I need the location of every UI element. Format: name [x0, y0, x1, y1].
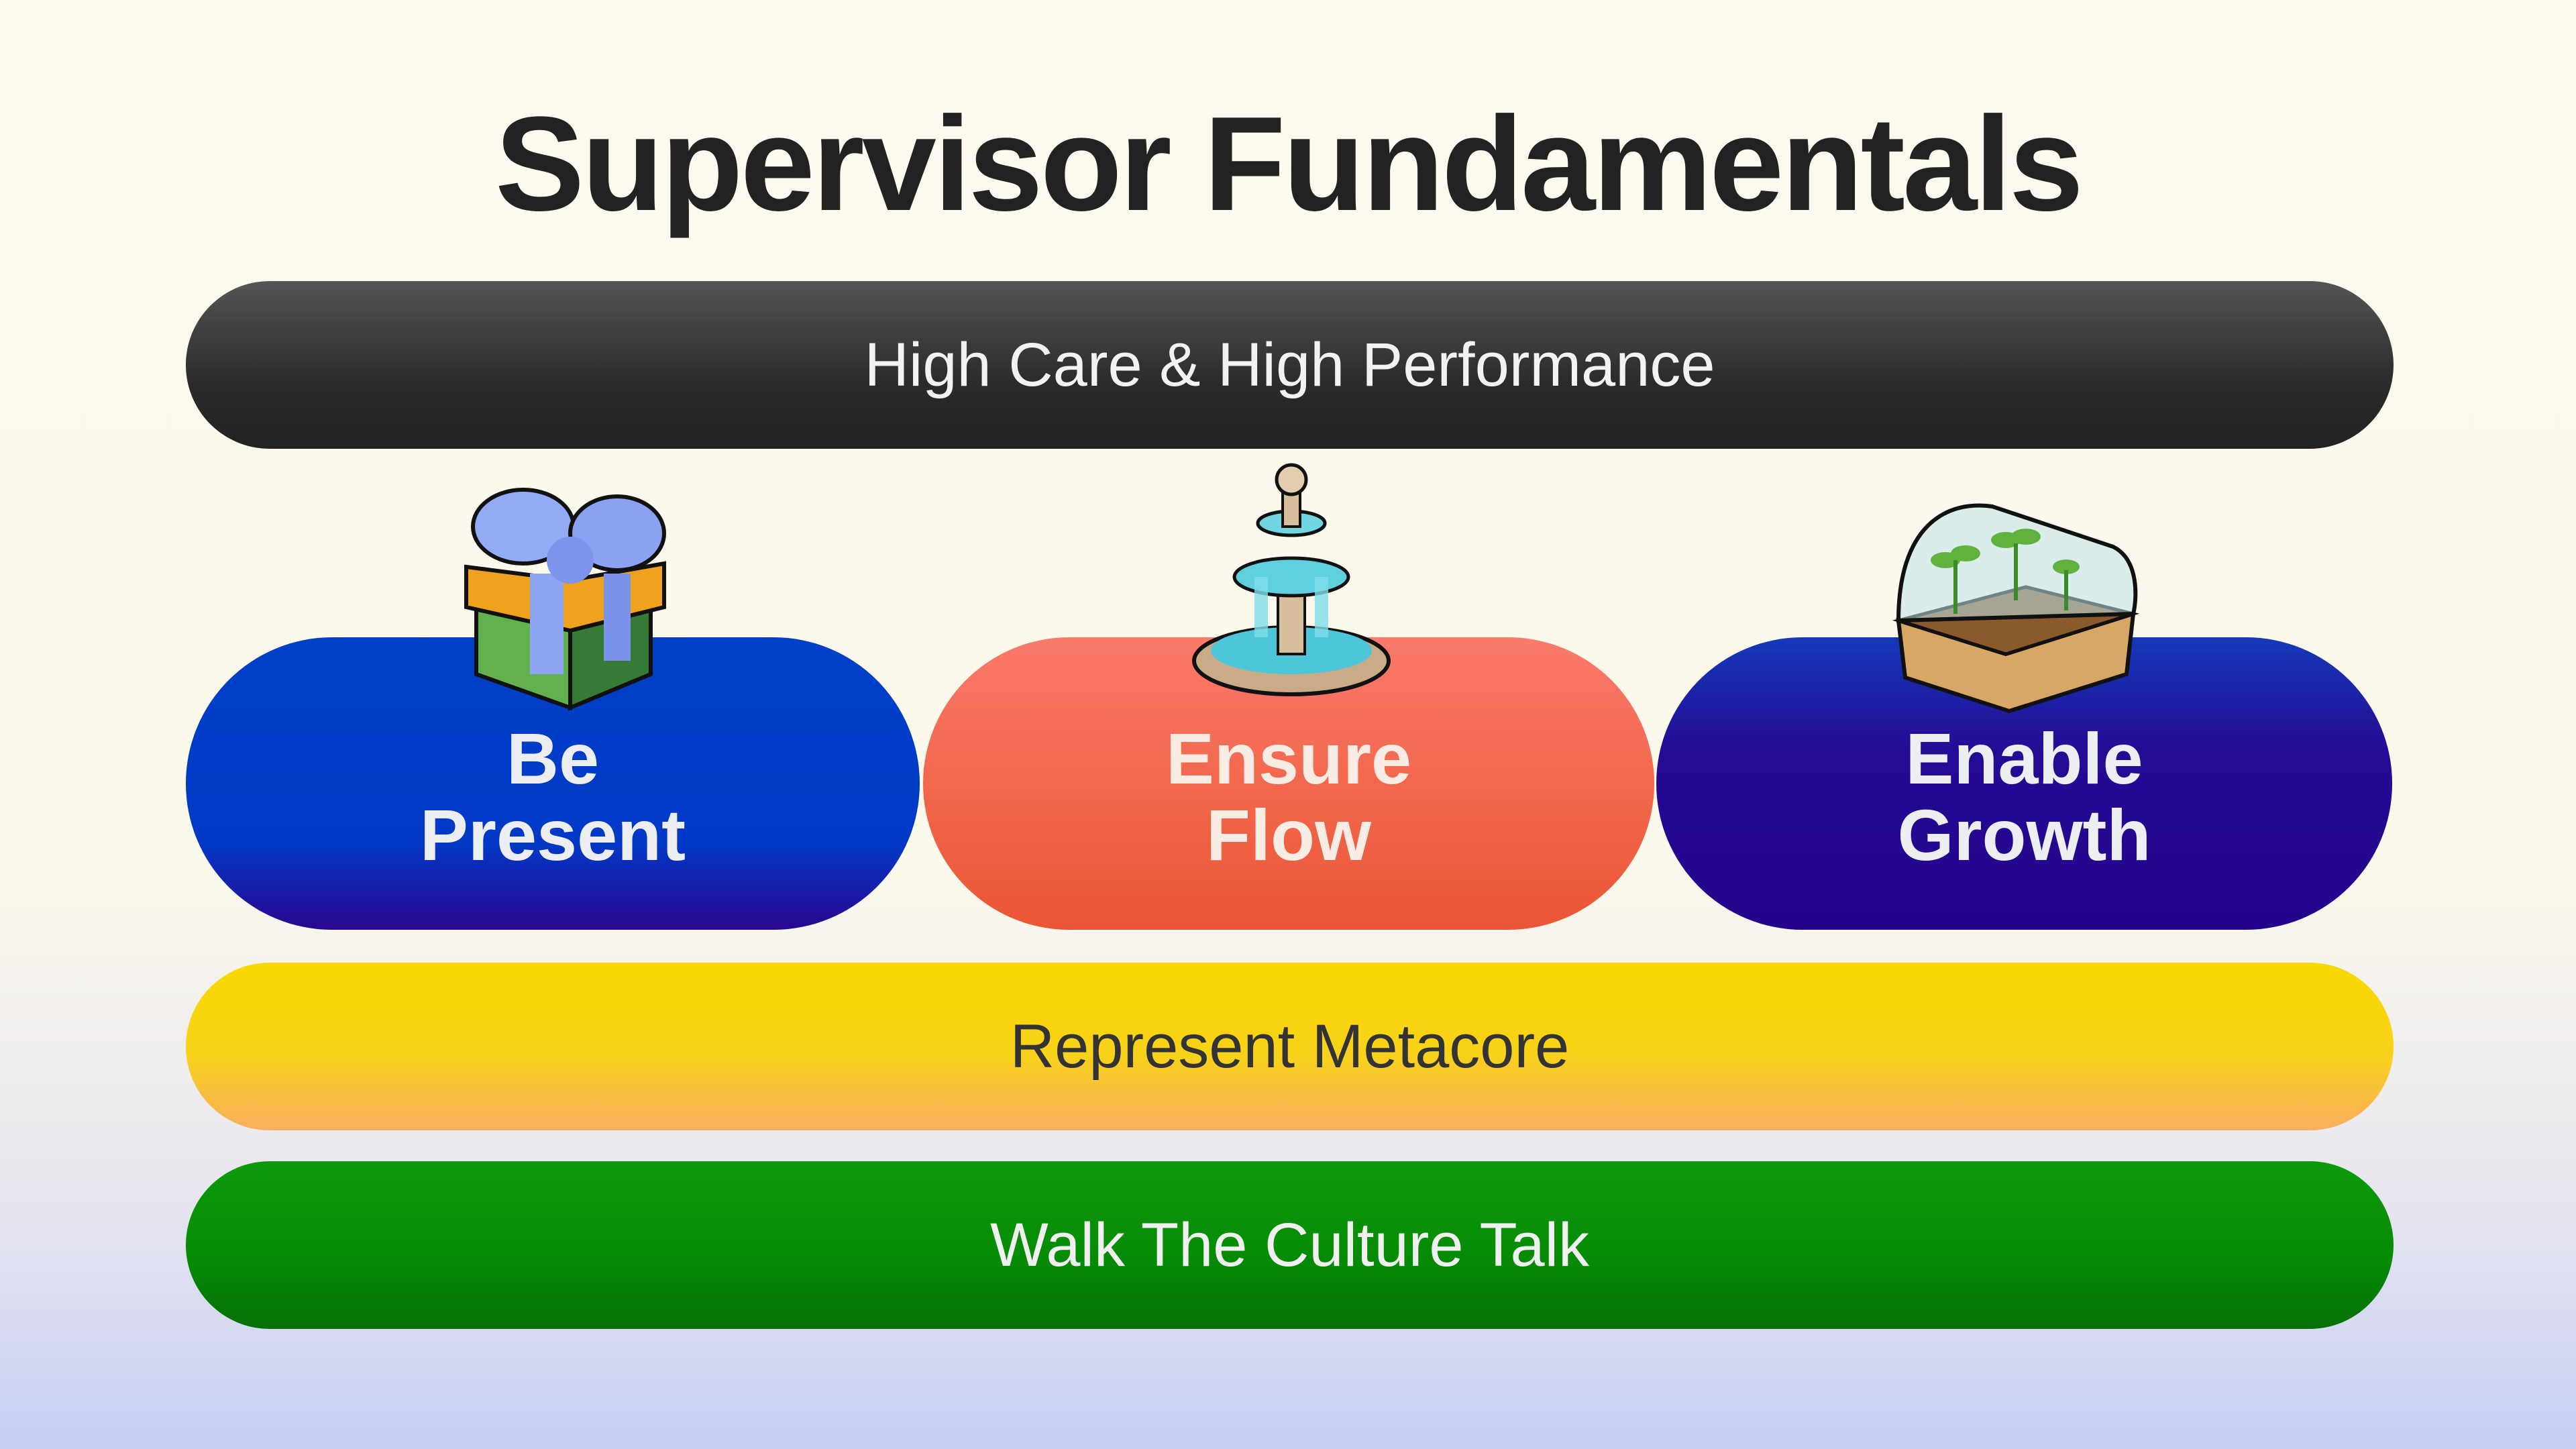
represent-metacore-label: Represent Metacore: [1010, 1012, 1570, 1081]
greenhouse-icon: [1892, 503, 2140, 714]
high-care-bar: High Care & High Performance: [186, 281, 2394, 449]
pillar-line1: Be: [506, 718, 600, 799]
represent-metacore-bar: Represent Metacore: [186, 963, 2394, 1130]
gift-icon: [464, 488, 666, 711]
fountain-icon: [1192, 463, 1391, 696]
pillar-line1: Ensure: [1165, 718, 1412, 799]
pillar-line2: Present: [419, 794, 686, 875]
pillar-line2: Flow: [1206, 794, 1371, 875]
page-title: Supervisor Fundamentals: [494, 89, 2084, 239]
pillar-line1: Enable: [1905, 718, 2143, 799]
walk-culture-label: Walk The Culture Talk: [989, 1210, 1590, 1279]
walk-culture-bar: Walk The Culture Talk: [186, 1161, 2394, 1329]
high-care-label: High Care & High Performance: [864, 330, 1715, 399]
pillar-line2: Growth: [1897, 794, 2151, 875]
